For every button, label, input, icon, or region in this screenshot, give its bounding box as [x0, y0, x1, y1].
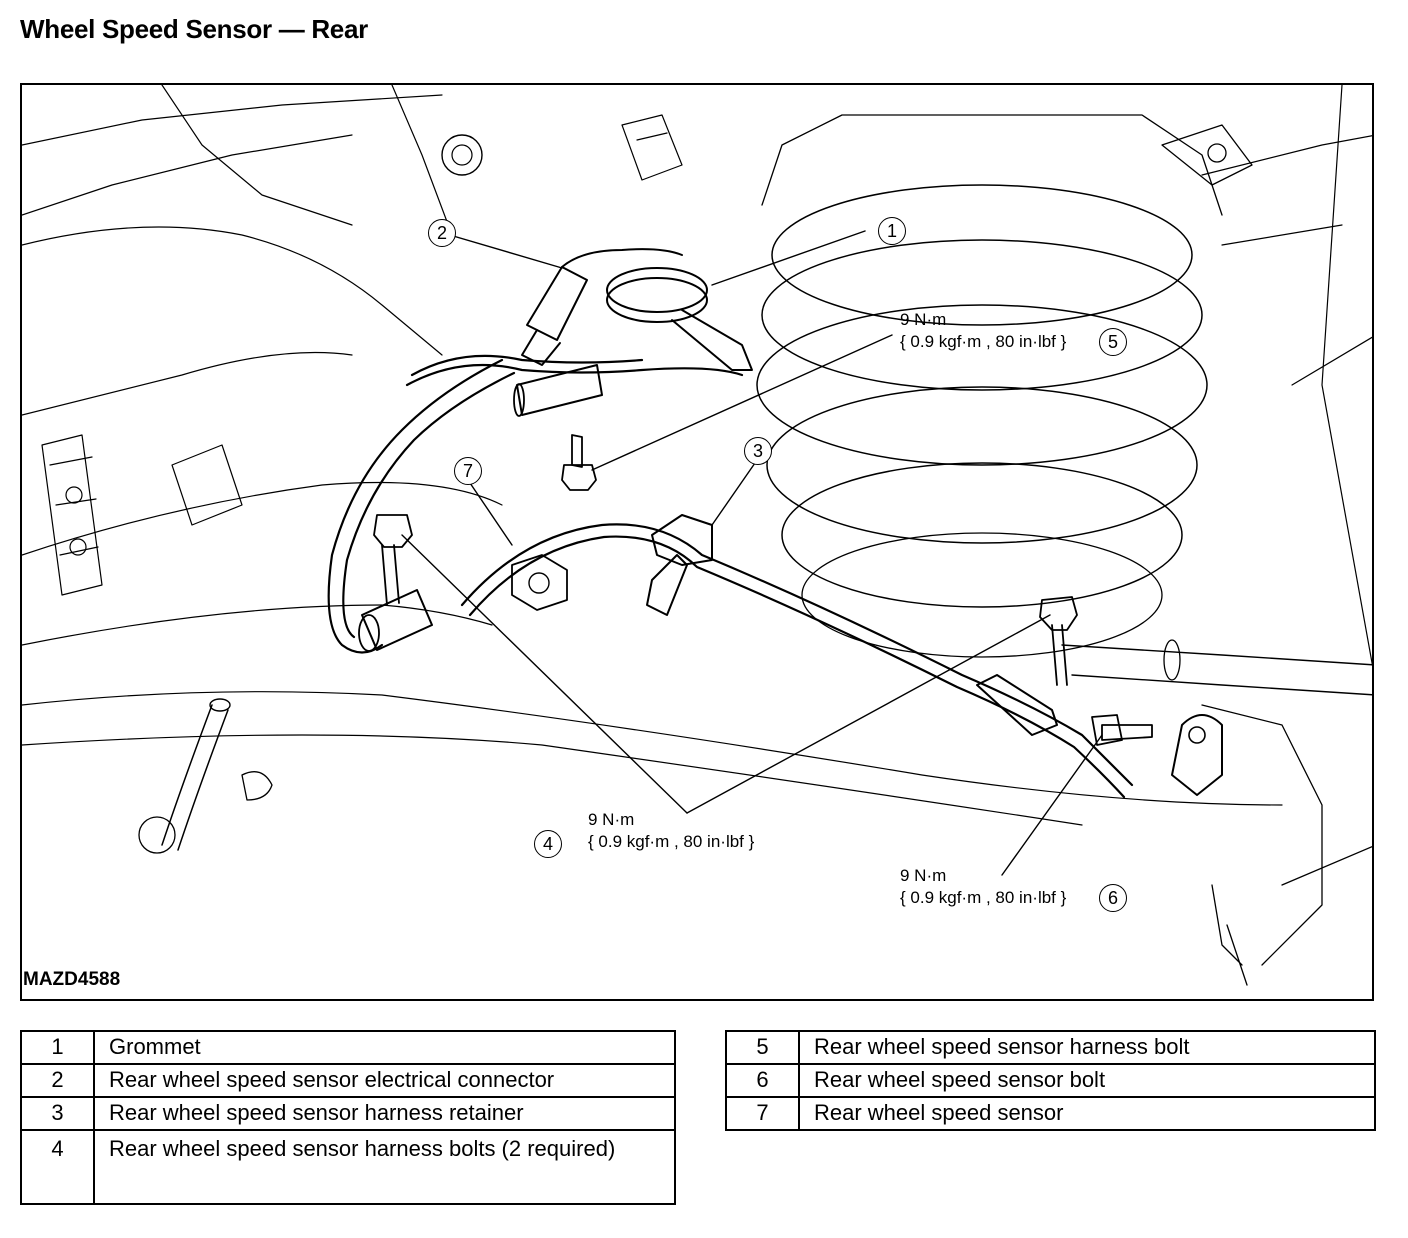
callout-7: 7: [454, 457, 482, 485]
legend-description: Grommet: [93, 1030, 676, 1065]
legend-description: Rear wheel speed sensor bolt: [798, 1063, 1376, 1098]
figure-code: MAZD4588: [23, 969, 121, 990]
legend-row: 5 Rear wheel speed sensor harness bolt: [725, 1030, 1376, 1065]
legend-row: 6 Rear wheel speed sensor bolt: [725, 1063, 1376, 1098]
torque-spec-5: 9 N·m { 0.9 kgf·m , 80 in·lbf }: [900, 309, 1066, 353]
callout-3: 3: [744, 437, 772, 465]
legend-description: Rear wheel speed sensor harness bolt: [798, 1030, 1376, 1065]
legend-number: 1: [20, 1030, 95, 1065]
torque-value: 9 N·m: [900, 310, 947, 329]
legend-row: 3 Rear wheel speed sensor harness retain…: [20, 1096, 676, 1131]
legend-row: 4 Rear wheel speed sensor harness bolts …: [20, 1129, 676, 1205]
legend-description: Rear wheel speed sensor harness retainer: [93, 1096, 676, 1131]
legend-number: 2: [20, 1063, 95, 1098]
legend-row: 1 Grommet: [20, 1030, 676, 1065]
torque-value: 9 N·m: [900, 866, 947, 885]
legend-description: Rear wheel speed sensor: [798, 1096, 1376, 1131]
legend-number: 3: [20, 1096, 95, 1131]
suspension-line-drawing: [22, 85, 1372, 986]
legend-description: Rear wheel speed sensor electrical conne…: [93, 1063, 676, 1098]
exploded-view-figure: 1 2 3 4 5 6 7 9 N·m { 0.9 kgf·m , 80 in·…: [20, 83, 1374, 1001]
torque-spec-4: 9 N·m { 0.9 kgf·m , 80 in·lbf }: [588, 809, 754, 853]
legend-row: 2 Rear wheel speed sensor electrical con…: [20, 1063, 676, 1098]
legend-description: Rear wheel speed sensor harness bolts (2…: [93, 1129, 676, 1205]
callout-5: 5: [1099, 328, 1127, 356]
legend-number: 4: [20, 1129, 95, 1205]
page-title: Wheel Speed Sensor — Rear: [20, 14, 368, 44]
callout-6: 6: [1099, 884, 1127, 912]
torque-value: 9 N·m: [588, 810, 635, 829]
callout-4: 4: [534, 830, 562, 858]
legend-row: 7 Rear wheel speed sensor: [725, 1096, 1376, 1131]
legend-table-right: 5 Rear wheel speed sensor harness bolt 6…: [725, 1030, 1376, 1131]
torque-detail: { 0.9 kgf·m , 80 in·lbf }: [588, 832, 755, 851]
callout-1: 1: [878, 217, 906, 245]
legend-number: 6: [725, 1063, 800, 1098]
legend-number: 7: [725, 1096, 800, 1131]
torque-detail: { 0.9 kgf·m , 80 in·lbf }: [900, 332, 1067, 351]
torque-spec-6: 9 N·m { 0.9 kgf·m , 80 in·lbf }: [900, 865, 1066, 909]
callout-2: 2: [428, 219, 456, 247]
legend-table-left: 1 Grommet 2 Rear wheel speed sensor elec…: [20, 1030, 676, 1205]
torque-detail: { 0.9 kgf·m , 80 in·lbf }: [900, 888, 1067, 907]
legend-number: 5: [725, 1030, 800, 1065]
